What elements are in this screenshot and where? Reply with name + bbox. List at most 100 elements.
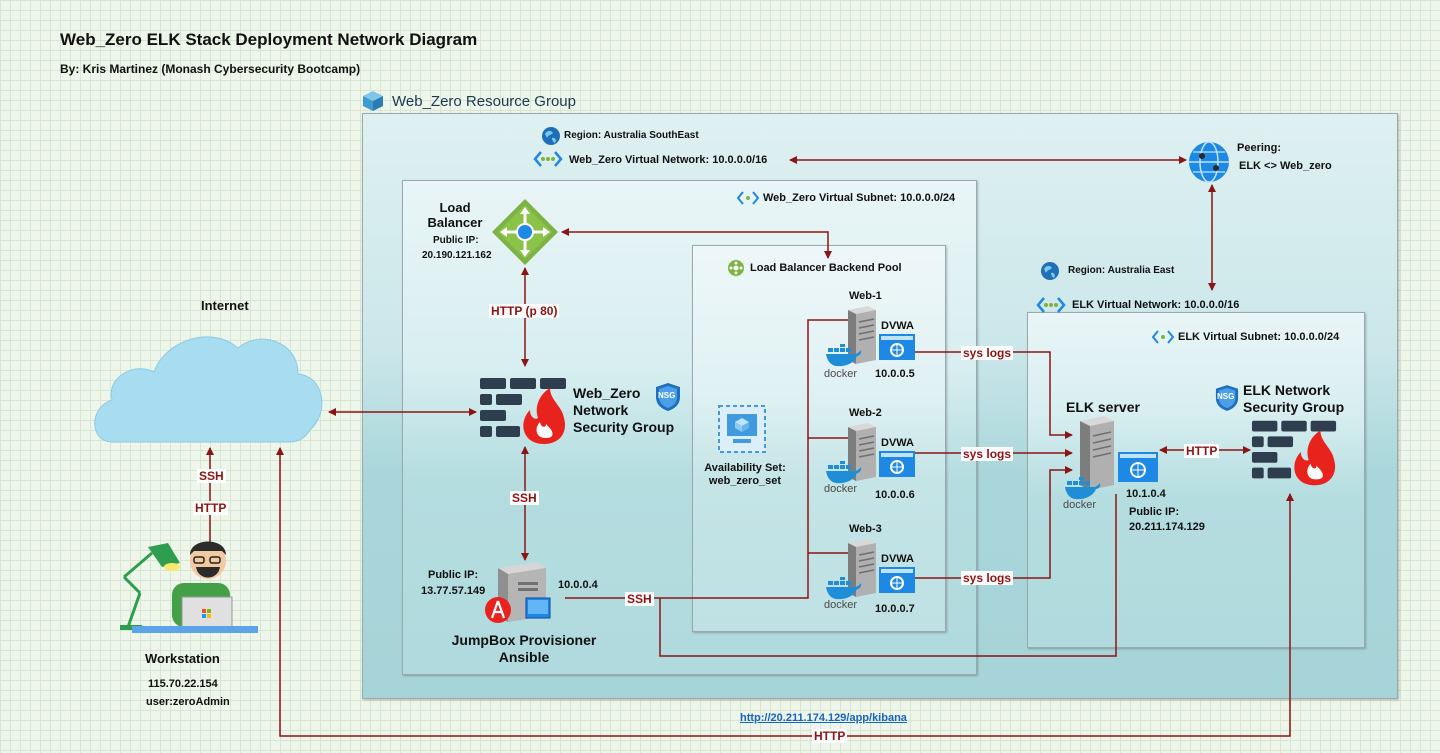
diagram-byline: By: Kris Martinez (Monash Cybersecurity … bbox=[60, 62, 361, 76]
web-zero-nsg-badge-icon: NSG bbox=[655, 382, 681, 417]
elk-server-name: ELK server bbox=[1066, 399, 1140, 415]
elk-region-label: Region: Australia East bbox=[1068, 265, 1175, 276]
backend-pool-label: Load Balancer Backend Pool bbox=[750, 262, 902, 274]
elk-vnet-label: ELK Virtual Network: 10.0.0.0/16 bbox=[1072, 299, 1240, 311]
web-1-app: DVWA bbox=[881, 320, 914, 332]
peering-value: ELK <> Web_zero bbox=[1239, 160, 1332, 172]
elk-docker-icon bbox=[1065, 477, 1101, 500]
elk-virtual-network-icon bbox=[1036, 297, 1066, 313]
http-label-elk-nsg: HTTP bbox=[1184, 444, 1220, 458]
web-zero-vnet-name: Web_Zero Virtual Network: bbox=[569, 154, 710, 166]
web-2-name: Web-2 bbox=[849, 407, 882, 419]
web-3-app-icon bbox=[879, 567, 915, 593]
web-1-ip: 10.0.0.5 bbox=[875, 368, 915, 380]
web-1-app-icon bbox=[879, 334, 915, 360]
internet-cloud-icon bbox=[94, 336, 323, 443]
sys-logs-label-3: sys logs bbox=[961, 571, 1014, 585]
workstation-user: user:zeroAdmin bbox=[146, 696, 230, 708]
jumpbox-public-ip: 13.77.57.149 bbox=[421, 585, 486, 597]
web-1-node: Web-1 DVWA docker 10.0.0.5 bbox=[822, 290, 922, 386]
ssh-label-nsg-jumpbox: SSH bbox=[510, 491, 539, 505]
load-balancer-label: Load Balancer bbox=[425, 200, 485, 230]
web-2-docker-text: docker bbox=[824, 483, 858, 495]
web-3-app: DVWA bbox=[881, 553, 914, 565]
web-zero-nsg-line3: Security Group bbox=[573, 419, 675, 435]
peering-title: Peering: bbox=[1237, 142, 1282, 154]
elk-ip-label: Public IP: bbox=[1129, 506, 1180, 518]
web-zero-region-label: Region: Australia SouthEast bbox=[564, 130, 699, 141]
region-globe-icon bbox=[542, 127, 560, 145]
web-2-app: DVWA bbox=[881, 437, 914, 449]
jumpbox-line1: JumpBox Provisioner bbox=[451, 632, 597, 648]
web-zero-nsg-label: Web_Zero Network Security Group bbox=[573, 385, 674, 436]
elk-app-icon bbox=[1118, 452, 1158, 482]
ssh-label-jumpbox: SSH bbox=[625, 592, 654, 606]
availability-set-line1: Availability Set: bbox=[704, 462, 786, 474]
resource-group-cube-icon bbox=[363, 91, 383, 111]
sys-logs-label-2: sys logs bbox=[961, 447, 1014, 461]
web-3-node: Web-3 DVWA docker 10.0.0.7 bbox=[822, 523, 922, 619]
elk-nsg-label: ELK Network Security Group bbox=[1243, 382, 1344, 416]
http-label-workstation: HTTP bbox=[193, 501, 229, 515]
web-2-app-icon bbox=[879, 451, 915, 477]
sys-logs-label-1: sys logs bbox=[961, 346, 1014, 360]
ssh-label-workstation: SSH bbox=[197, 469, 226, 483]
elk-nsg-line1: ELK Network bbox=[1243, 382, 1331, 398]
web-zero-nsg-line1: Web_Zero bbox=[573, 385, 641, 401]
web-zero-vnet-label: Web_Zero Virtual Network: 10.0.0.0/16 bbox=[569, 154, 767, 166]
load-balancer-ip: 20.190.121.162 bbox=[422, 250, 492, 261]
load-balancer-line1: Load bbox=[439, 200, 471, 215]
availability-set-label: Availability Set: web_zero_set bbox=[700, 462, 790, 488]
elk-subnet-icon bbox=[1152, 330, 1174, 344]
availability-set-line2: web_zero_set bbox=[708, 475, 782, 487]
web-3-name: Web-3 bbox=[849, 523, 882, 535]
web-zero-firewall-icon bbox=[480, 378, 566, 444]
web-2-docker-icon bbox=[826, 461, 862, 484]
elk-nsg-badge-icon: NSG bbox=[1215, 384, 1239, 417]
load-balancer-line2: Balancer bbox=[427, 215, 483, 230]
workstation-person-icon bbox=[120, 541, 258, 633]
http-label-kibana: HTTP bbox=[812, 729, 848, 743]
http-p80-label: HTTP (p 80) bbox=[489, 304, 560, 318]
web-3-ip: 10.0.0.7 bbox=[875, 603, 915, 615]
elk-nsg-shield-icon bbox=[1215, 385, 1239, 411]
web-zero-subnet-label: Web_Zero Virtual Subnet: 10.0.0.0/24 bbox=[763, 192, 956, 204]
jumpbox-line2: Ansible bbox=[498, 649, 550, 665]
resource-group-label: Web_Zero Resource Group bbox=[392, 93, 576, 110]
elk-public-ip: 20.211.174.129 bbox=[1129, 521, 1205, 533]
jumpbox-server-icon bbox=[485, 562, 551, 623]
web-1-docker-text: docker bbox=[824, 368, 858, 380]
web-1-docker-icon bbox=[826, 344, 862, 367]
elk-region-globe-icon bbox=[1041, 262, 1059, 280]
nsg-shield-icon bbox=[656, 383, 680, 411]
load-balancer-ip-label: Public IP: bbox=[433, 235, 479, 246]
backend-pool-icon bbox=[728, 260, 744, 276]
peering-globe-icon bbox=[1189, 141, 1229, 183]
web-zero-nsg-badge: NSG bbox=[658, 391, 676, 400]
web-1-name: Web-1 bbox=[849, 290, 882, 302]
web-zero-nsg-line2: Network bbox=[573, 402, 629, 418]
web-2-node: Web-2 DVWA docker 10.0.0.6 bbox=[822, 407, 922, 503]
workstation-ip: 115.70.22.154 bbox=[148, 678, 218, 690]
elk-server-icon bbox=[1080, 416, 1114, 490]
elk-nsg-badge: NSG bbox=[1217, 392, 1235, 401]
web-3-docker-text: docker bbox=[824, 599, 858, 611]
elk-private-ip: 10.1.0.4 bbox=[1126, 488, 1166, 500]
web-3-docker-icon bbox=[826, 577, 862, 600]
elk-docker-text: docker bbox=[1063, 499, 1097, 511]
availability-set-icon bbox=[718, 405, 766, 453]
internet-label: Internet bbox=[201, 298, 249, 313]
elk-subnet-label: ELK Virtual Subnet: 10.0.0.0/24 bbox=[1178, 331, 1340, 343]
subnet-icon bbox=[737, 191, 759, 205]
kibana-link[interactable]: http://20.211.174.129/app/kibana bbox=[740, 712, 907, 724]
diagram-title: Web_Zero ELK Stack Deployment Network Di… bbox=[60, 30, 478, 49]
jumpbox-label: JumpBox Provisioner Ansible bbox=[434, 632, 614, 666]
web-zero-vnet-cidr: 10.0.0.0/16 bbox=[712, 154, 768, 166]
elk-firewall-icon bbox=[1251, 420, 1337, 486]
elk-nsg-line2: Security Group bbox=[1243, 399, 1345, 415]
workstation-name: Workstation bbox=[145, 651, 220, 666]
web-2-ip: 10.0.0.6 bbox=[875, 489, 915, 501]
jumpbox-private-ip: 10.0.0.4 bbox=[558, 579, 598, 591]
jumpbox-ip-label: Public IP: bbox=[428, 569, 479, 581]
